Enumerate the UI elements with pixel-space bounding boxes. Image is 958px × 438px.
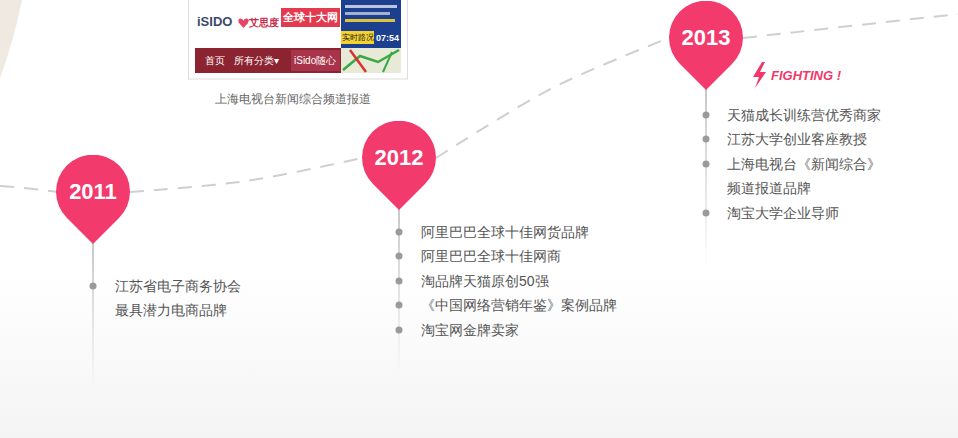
year-text: 2012 (362, 121, 436, 195)
award-item: 江苏大学创业客座教授 (727, 127, 887, 151)
year-pin: 2012 (362, 121, 436, 211)
logo-text: 艾思度 (249, 16, 280, 30)
bullet-dots (90, 112, 710, 334)
award-item: 江苏省电子商务协会 最具潜力电商品牌 (115, 274, 255, 322)
timeline-curve (436, 38, 669, 158)
lightning-icon (753, 62, 766, 88)
tv-screenshot (189, 0, 408, 79)
timeline-curve (130, 158, 362, 192)
award-item: 淘品牌天猫原创50强 (421, 269, 641, 293)
slogan: FIGHTING ! (771, 68, 861, 84)
award-item: 淘宝大学企业导师 (727, 201, 887, 225)
menu-item: 首页 (205, 54, 229, 68)
corner-decor (0, 0, 22, 78)
year-text: 2011 (56, 155, 130, 229)
award-item: 阿里巴巴全球十佳网货品牌 (421, 220, 641, 244)
banner-text: 全球十大网 (283, 10, 339, 24)
award-item: 上海电视台《新闻综合》 频道报道品牌 (727, 152, 887, 200)
award-item: 淘宝网金牌卖家 (421, 318, 641, 342)
logo-text: iSIDO (197, 14, 241, 30)
menu-item: iSido随心 (294, 54, 340, 68)
image-caption: 上海电视台新闻综合频道报道 (215, 91, 387, 107)
timeline-curve (743, 14, 958, 38)
stem-line (92, 242, 94, 387)
timeline-curve (0, 186, 57, 192)
award-item: 《中国网络营销年鉴》案例品牌 (421, 293, 641, 317)
award-item: 阿里巴巴全球十佳网商 (421, 244, 641, 268)
year-pin: 2011 (56, 155, 130, 245)
tv-tag: 实时路况 (342, 33, 374, 43)
tv-time: 07:54 (376, 32, 401, 44)
year-pin: 2013 (669, 1, 743, 91)
year-text: 2013 (669, 1, 743, 75)
award-item: 天猫成长训练营优秀商家 (727, 103, 887, 127)
menu-item: 所有分类▾ (234, 54, 290, 68)
